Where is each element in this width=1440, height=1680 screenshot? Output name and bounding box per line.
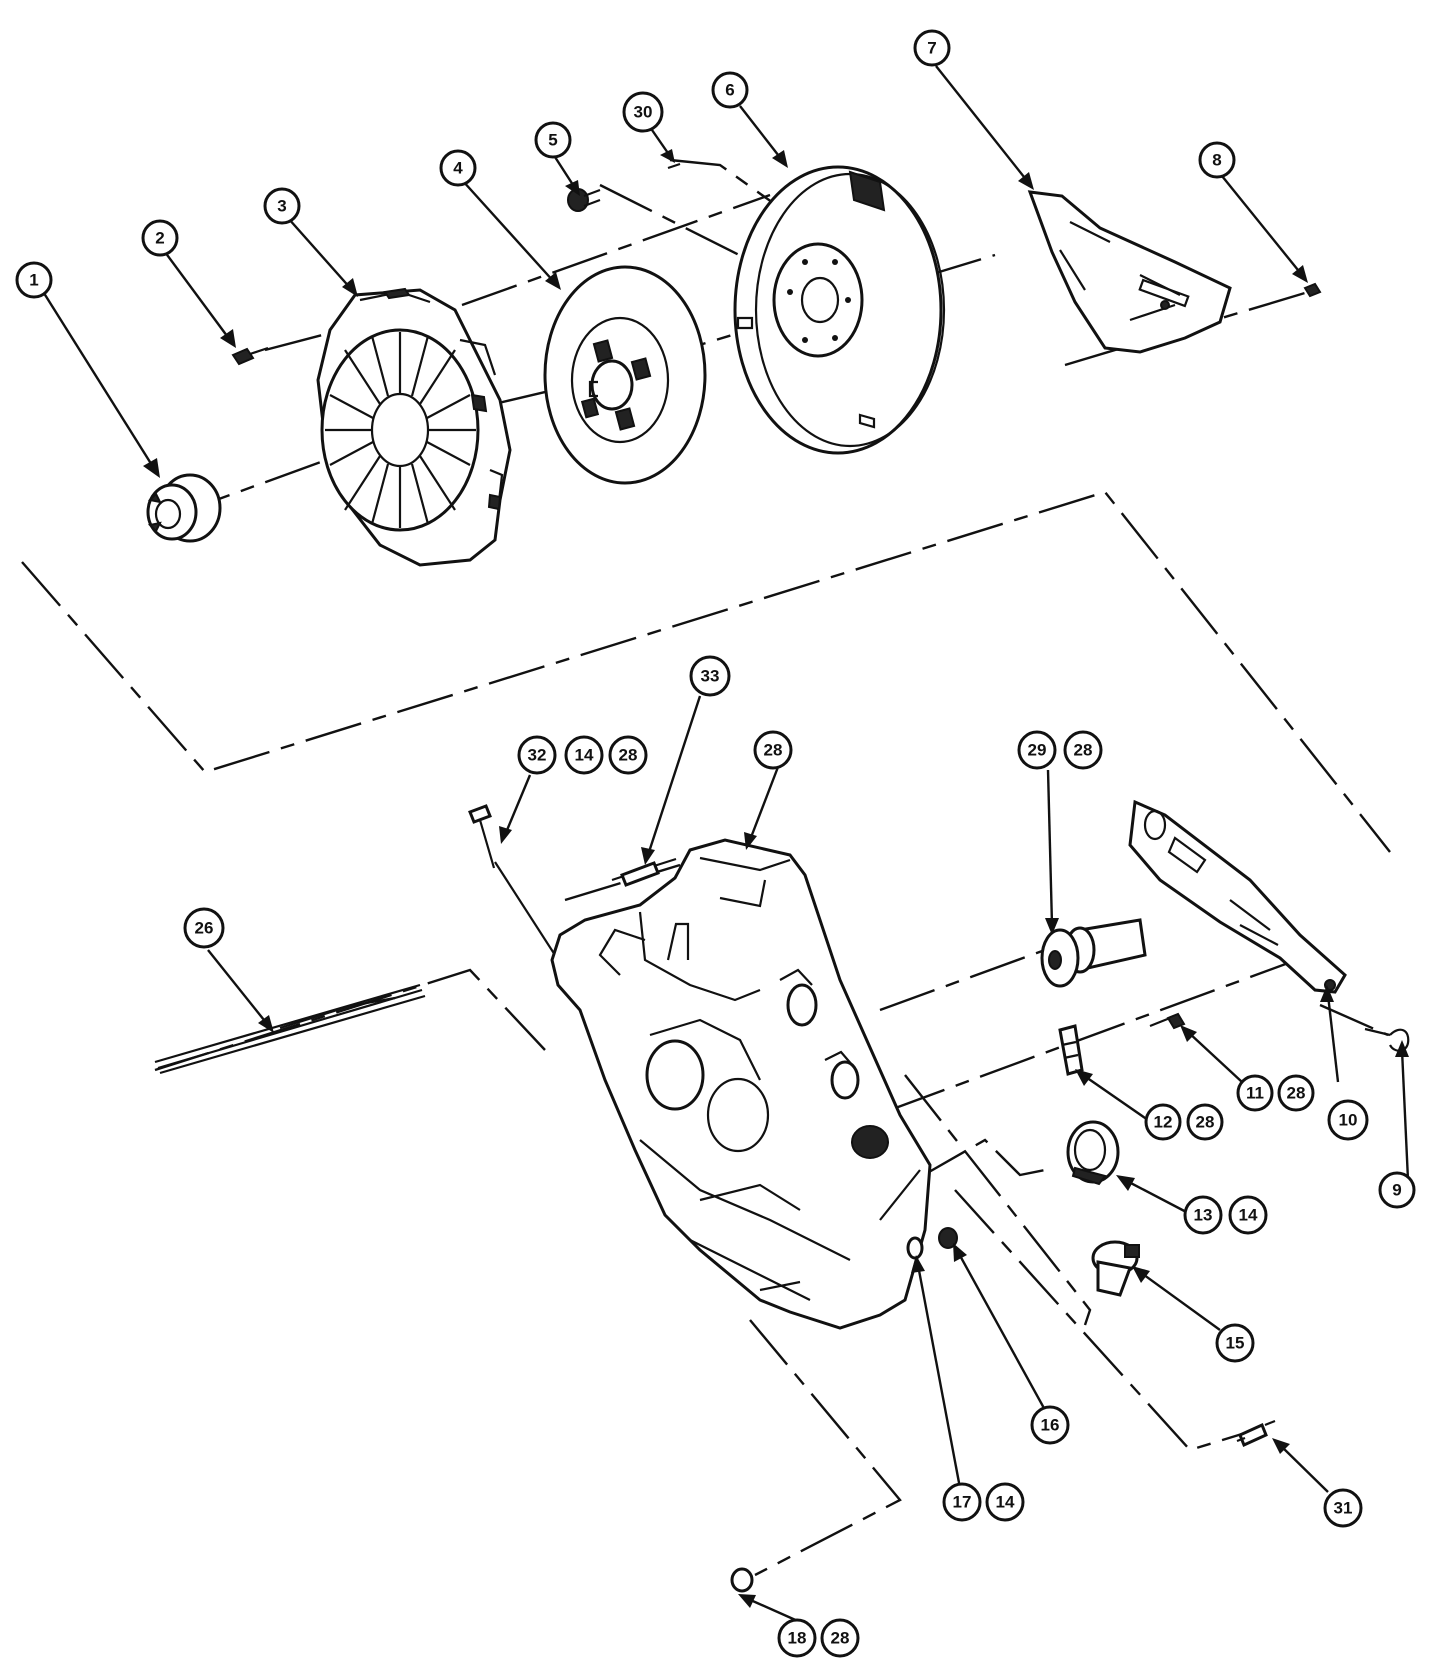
svg-text:1: 1 [29,271,38,290]
plug-part [730,1567,754,1593]
svg-text:3: 3 [277,197,286,216]
callout-9: 9 [1378,1171,1416,1209]
svg-text:16: 16 [1041,1416,1060,1435]
svg-text:28: 28 [1196,1113,1215,1132]
washer-part [906,1236,924,1260]
callout-28-e: 28 [820,1618,860,1658]
clutch-disc-part [543,265,707,485]
svg-text:10: 10 [1339,1111,1358,1130]
callout-28-housing: 28 [753,730,793,770]
callout-3: 3 [263,187,301,225]
callout-31: 31 [1323,1488,1363,1528]
pressure-plate-bolt-part [231,346,269,366]
svg-text:4: 4 [453,159,463,178]
svg-text:11: 11 [1246,1084,1264,1103]
callout-14-b: 14 [1228,1195,1268,1235]
callout-12: 12 [1144,1103,1182,1141]
callout-28-c: 28 [1277,1074,1315,1112]
svg-text:15: 15 [1226,1334,1245,1353]
svg-text:28: 28 [1074,741,1093,760]
svg-text:18: 18 [788,1629,807,1648]
assembly-lines [21,158,1391,1577]
svg-text:30: 30 [634,103,653,122]
callout-14-c: 14 [985,1482,1025,1522]
lever-bolt-part [1149,1012,1186,1030]
bushing-part [1040,918,1147,988]
svg-text:17: 17 [953,1493,972,1512]
dowel-part [667,162,681,170]
callout-11: 11 [1236,1074,1274,1112]
callout-33: 33 [689,655,731,697]
svg-text:29: 29 [1028,741,1047,760]
callout-18: 18 [777,1618,817,1658]
svg-text:28: 28 [619,746,638,765]
callout-28-d: 28 [1186,1103,1224,1141]
callout-1: 1 [15,261,53,299]
svg-text:12: 12 [1154,1113,1173,1132]
shield-bolt-part [1303,282,1322,298]
callout-28-b: 28 [1063,730,1103,770]
callout-17: 17 [942,1482,982,1522]
callout-16: 16 [1030,1405,1070,1445]
callout-26: 26 [183,907,225,949]
sensor-part [1091,1240,1140,1297]
release-bearing-part [146,473,222,543]
svg-text:28: 28 [764,741,783,760]
cable-part [154,983,426,1075]
clutch-housing-part [550,838,932,1330]
callout-13: 13 [1183,1195,1223,1235]
leader-arrows [40,65,1410,1624]
stud-part [611,857,677,887]
callout-15: 15 [1215,1323,1255,1363]
clip-part [1364,1027,1410,1052]
svg-text:9: 9 [1392,1181,1401,1200]
housing-bolt-part [1236,1419,1276,1448]
svg-text:28: 28 [1287,1084,1306,1103]
release-lever-part [1128,799,1347,994]
flywheel-part [733,165,946,455]
callout-7: 7 [913,29,951,67]
callout-30: 30 [622,91,664,133]
callout-4: 4 [439,149,477,187]
callout-14-a: 14 [564,735,604,775]
svg-text:33: 33 [701,667,720,686]
pressure-plate-part [316,287,512,567]
flywheel-shield-part [1027,190,1232,354]
svg-text:7: 7 [927,39,936,58]
svg-text:14: 14 [1239,1206,1258,1225]
svg-text:6: 6 [725,81,734,100]
svg-text:31: 31 [1334,1499,1353,1518]
callout-8: 8 [1198,141,1236,179]
callout-badges: 1 2 3 4 5 30 6 7 8 33 32 14 28 28 29 28 … [15,29,1416,1658]
seal-part [1066,1120,1120,1186]
callout-10: 10 [1327,1099,1369,1141]
svg-text:26: 26 [195,919,214,938]
svg-text:13: 13 [1194,1206,1213,1225]
svg-text:5: 5 [548,131,557,150]
callout-28-a: 28 [608,735,648,775]
svg-text:2: 2 [155,229,164,248]
callout-6: 6 [711,71,749,109]
callout-2: 2 [141,219,179,257]
svg-text:14: 14 [575,746,594,765]
callout-5: 5 [534,121,572,159]
drain-nut-part [938,1227,958,1249]
svg-text:28: 28 [831,1629,850,1648]
flywheel-bolt-part [567,188,601,212]
bracket-part [1058,1024,1084,1076]
svg-text:14: 14 [996,1493,1015,1512]
callout-29: 29 [1017,730,1057,770]
callout-32: 32 [517,735,557,775]
svg-text:8: 8 [1212,151,1221,170]
svg-text:32: 32 [528,746,547,765]
